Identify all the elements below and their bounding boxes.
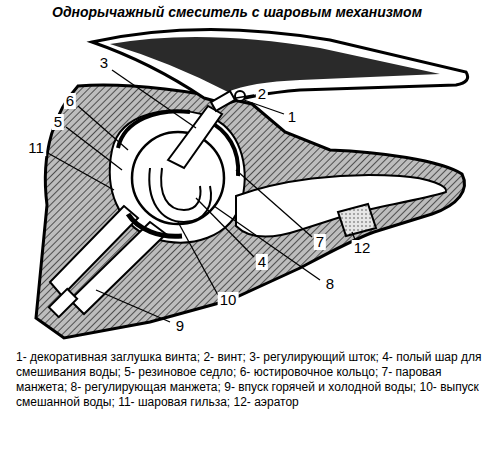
inlet-fitting xyxy=(49,289,77,317)
control-stem xyxy=(168,106,222,168)
callout-number: 3 xyxy=(98,55,110,71)
callout-number: 8 xyxy=(324,276,336,292)
callout-number: 10 xyxy=(218,292,239,308)
legend-caption: 1- декоративная заглушка винта; 2- винт;… xyxy=(16,350,486,410)
callout-number: 7 xyxy=(314,234,326,250)
callout-number: 4 xyxy=(256,254,268,270)
screw-cap xyxy=(235,91,245,101)
inlet-pipe xyxy=(50,206,138,296)
callout-number: 9 xyxy=(174,318,186,334)
lever-handle xyxy=(92,29,468,104)
callout-number: 2 xyxy=(256,86,268,102)
screw xyxy=(211,91,235,111)
diagram-title: Однорычажный смеситель с шаровым механиз… xyxy=(52,4,422,20)
spout-channel xyxy=(236,175,446,236)
callout-number: 1 xyxy=(286,109,298,125)
callout-number: 12 xyxy=(352,240,373,256)
leader-lines xyxy=(46,70,356,322)
aerator xyxy=(338,204,376,236)
callout-number: 11 xyxy=(26,140,46,156)
handle-shade xyxy=(110,37,440,92)
ball-channel xyxy=(149,168,211,222)
callout-number: 6 xyxy=(64,93,76,109)
callout-number: 5 xyxy=(52,114,64,130)
ball-channel xyxy=(161,168,200,210)
mixer-body xyxy=(36,85,464,338)
